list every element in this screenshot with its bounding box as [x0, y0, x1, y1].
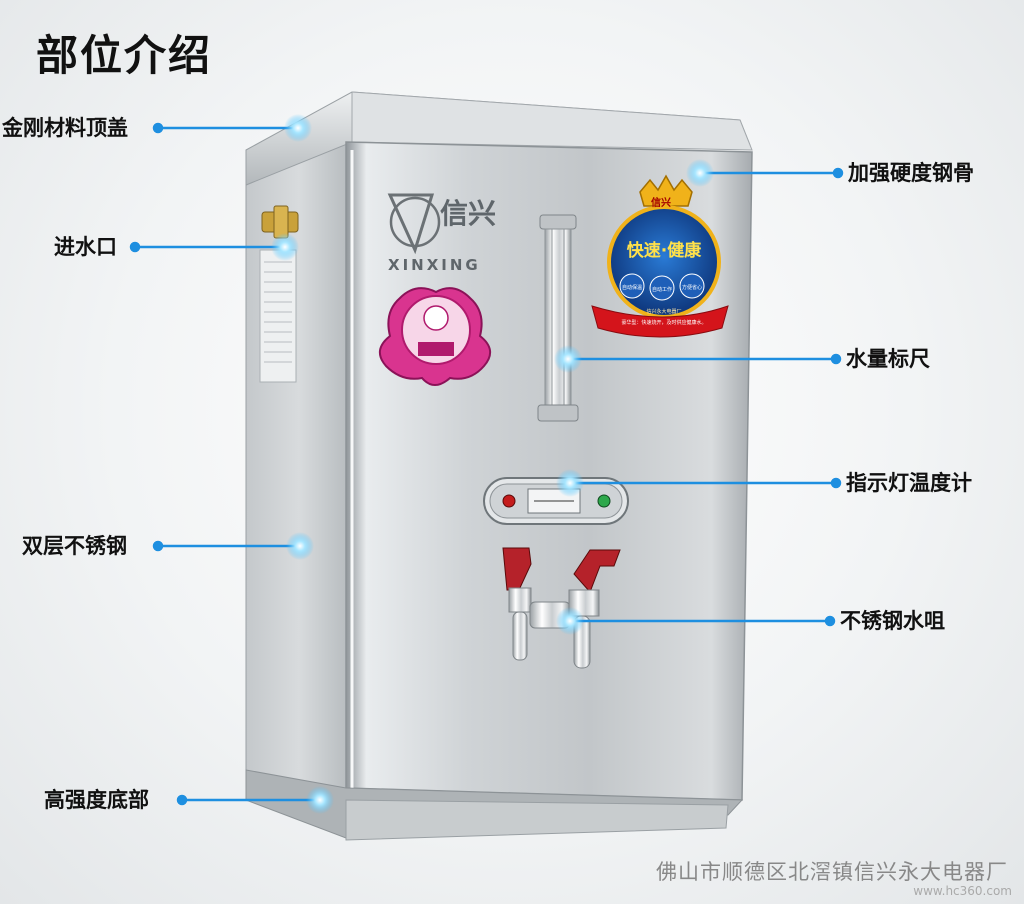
callout-water-inlet: 进水口: [54, 235, 117, 259]
badge-feature-1: 自动保温: [622, 284, 642, 291]
brand-logo: [387, 193, 441, 255]
side-panel: [245, 139, 353, 821]
badge-ribbon: 信兴永大电器厂: [646, 308, 681, 315]
water-inlet: [261, 205, 299, 239]
callout-top-lid: 金刚材料顶盖: [2, 116, 128, 140]
badge-subtext: 豪华型：快速烧开，及时供应健康水。: [621, 319, 706, 326]
brand-logo-latin: XINXING: [388, 256, 481, 274]
callout-base: 高强度底部: [44, 788, 149, 812]
callout-double-stainless: 双层不锈钢: [22, 534, 127, 558]
callout-lines: [129, 122, 844, 806]
badge-logo: 信兴: [651, 196, 671, 209]
callout-faucet: 不锈钢水咀: [840, 609, 945, 633]
page-title: 部位介绍: [36, 31, 213, 80]
watermark-url: www.hc360.com: [913, 884, 1012, 898]
certification-seal: [379, 287, 491, 386]
faucet-left: [502, 547, 532, 661]
badge-banner: 快速·健康: [627, 240, 702, 261]
brand-logo-chinese: 信兴: [440, 197, 496, 230]
badge-feature-2: 自动工作: [652, 286, 672, 293]
indicator-thermometer-panel: [483, 477, 629, 525]
callout-indicator-thermometer: 指示灯温度计: [846, 471, 972, 495]
company-name: 佛山市顺德区北滘镇信兴永大电器厂: [656, 860, 1008, 884]
callout-steel-frame: 加强硬度钢骨: [848, 161, 974, 185]
badge-feature-3: 方便省心: [682, 284, 702, 291]
callout-water-gauge: 水量标尺: [846, 347, 930, 371]
badge-feature-list: 自动保温 自动工作 方便省心: [619, 273, 705, 301]
water-level-gauge: [537, 214, 579, 422]
green-indicator-light: [597, 494, 611, 508]
callout-glow-dots: [271, 114, 714, 814]
red-indicator-light: [502, 494, 516, 508]
